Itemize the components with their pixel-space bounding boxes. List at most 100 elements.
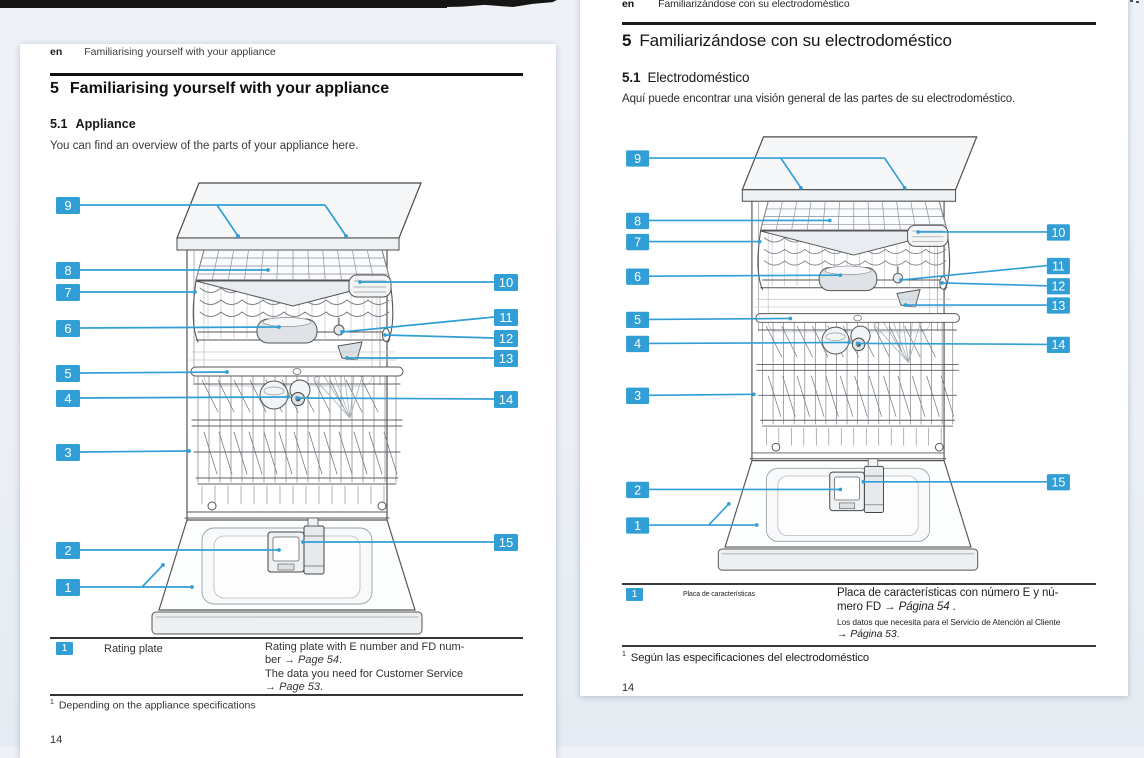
cutlery-drawer [195, 249, 391, 281]
language-code: en [50, 46, 63, 58]
callout-badge: 1 [626, 517, 650, 534]
table-description: Placa de características con número E y … [837, 586, 1099, 640]
appliance-diagram: 9 8 7 6 5 4 3 2 1 10 11 12 13 14 15 [622, 134, 1074, 574]
previous-page-edge [0, 0, 447, 8]
callout-badge: 7 [626, 233, 650, 251]
svg-text:3: 3 [64, 445, 71, 460]
svg-text:5: 5 [634, 313, 641, 327]
callout-line-dots [161, 234, 387, 589]
svg-text:14: 14 [1052, 338, 1066, 352]
intro-paragraph: Aquí puede encontrar una visión general … [622, 93, 1016, 105]
svg-text:8: 8 [634, 214, 641, 228]
leader-12 [384, 334, 495, 339]
screen-artifact [1130, 0, 1133, 2]
callout-badges: 9 8 7 6 5 4 3 2 1 10 11 12 13 14 15 [56, 197, 518, 596]
chapter-heading: 5 Familiarizándose con su electrodoméstic… [622, 31, 952, 51]
svg-text:12: 12 [499, 331, 513, 346]
callout-badge: 6 [56, 320, 80, 337]
table-term: Rating plate [104, 643, 163, 655]
detergent-dispenser [829, 458, 885, 513]
page-reference-line: → Página 53. [837, 628, 900, 640]
leader-1 [649, 503, 757, 526]
callout-badge: 14 [494, 391, 518, 408]
leader-14 [296, 397, 495, 400]
leader-6 [649, 274, 841, 277]
chapter-number: 5 [622, 31, 632, 50]
svg-text:2: 2 [634, 483, 641, 497]
callout-badge: 11 [494, 309, 518, 326]
page-reference: Page 54 [298, 654, 339, 667]
callout-badge: 14 [1046, 336, 1070, 354]
callout-badge: 9 [626, 150, 650, 167]
small-basket [348, 274, 392, 298]
svg-text:11: 11 [1052, 259, 1065, 273]
language-code: en [622, 0, 635, 10]
detergent-dispenser [267, 517, 325, 575]
table-description-small: Los datos que necesita para el Servicio … [837, 617, 1061, 627]
chapter-rule [50, 73, 523, 77]
leader-1 [80, 564, 192, 588]
leader-3 [79, 450, 190, 453]
callout-lines [649, 157, 1047, 526]
page-number: 14 [50, 734, 63, 746]
running-header: en Familiarizándose con su electrodomésti… [622, 0, 850, 10]
svg-text:9: 9 [64, 198, 71, 213]
tub-floor [749, 452, 947, 460]
callout-badge: 13 [1046, 297, 1070, 314]
footnote-marker: 1 [622, 651, 626, 658]
callout-badge: 5 [626, 311, 650, 329]
rack-facade [195, 280, 391, 307]
callout-badge: 15 [494, 534, 518, 551]
section-number: 5.1 [50, 117, 68, 131]
cutlery-drawer [759, 200, 948, 231]
svg-text:13: 13 [1052, 299, 1066, 313]
upper-rack [757, 230, 951, 291]
svg-text:11: 11 [499, 310, 513, 325]
running-header-title: Familiarizándose con su electrodoméstico [658, 0, 850, 10]
leader-11 [900, 264, 1047, 281]
svg-text:10: 10 [499, 275, 513, 290]
door-front-edge [151, 611, 423, 635]
dishwasher-drawing [717, 136, 979, 571]
callout-badge: 1 [56, 579, 80, 596]
leader-5 [649, 317, 791, 321]
intro-paragraph: You can find an overview of the parts of… [50, 140, 359, 152]
callout-badge: 8 [56, 262, 80, 279]
section-title: Electrodoméstico [647, 70, 750, 85]
chapter-title: Familiarizándose con su electrodoméstico [639, 31, 952, 50]
table-rule-bottom [50, 694, 523, 696]
callout-badge: 6 [626, 268, 650, 285]
callout-lines [79, 204, 495, 588]
svg-text:2: 2 [64, 543, 71, 558]
svg-text:7: 7 [634, 235, 641, 249]
callout-badge: 4 [626, 335, 650, 353]
callout-badge: 10 [1046, 224, 1070, 241]
door-front-edge [717, 548, 979, 571]
dispenser-bowl [818, 265, 878, 292]
callout-badge: 7 [56, 284, 80, 301]
leader-9 [649, 157, 906, 189]
callout-badge: 3 [626, 387, 650, 404]
running-header-title: Familiarising yourself with your applian… [84, 46, 276, 58]
page-reference: Página 53 [850, 628, 897, 640]
table-row-badge: 1 [56, 642, 73, 655]
appliance-diagram: 9 8 7 6 5 4 3 2 1 10 11 12 13 14 15 [52, 180, 522, 638]
callout-badges: 9 8 7 6 5 4 3 2 1 10 11 12 13 14 15 [626, 150, 1070, 534]
svg-text:4: 4 [634, 337, 641, 351]
svg-text:1: 1 [64, 580, 71, 595]
callout-badge: 15 [1046, 474, 1070, 491]
rack-facade [760, 230, 948, 256]
cups [259, 379, 311, 410]
svg-text:5: 5 [64, 366, 71, 381]
svg-text:6: 6 [64, 321, 71, 336]
table-row-badge: 1 [626, 588, 643, 601]
callout-badge: 12 [1046, 278, 1070, 295]
page-reference: Page 53 [279, 680, 321, 693]
callout-badge: 11 [1046, 257, 1070, 275]
svg-text:13: 13 [499, 351, 513, 366]
callout-badge: 3 [56, 444, 80, 461]
